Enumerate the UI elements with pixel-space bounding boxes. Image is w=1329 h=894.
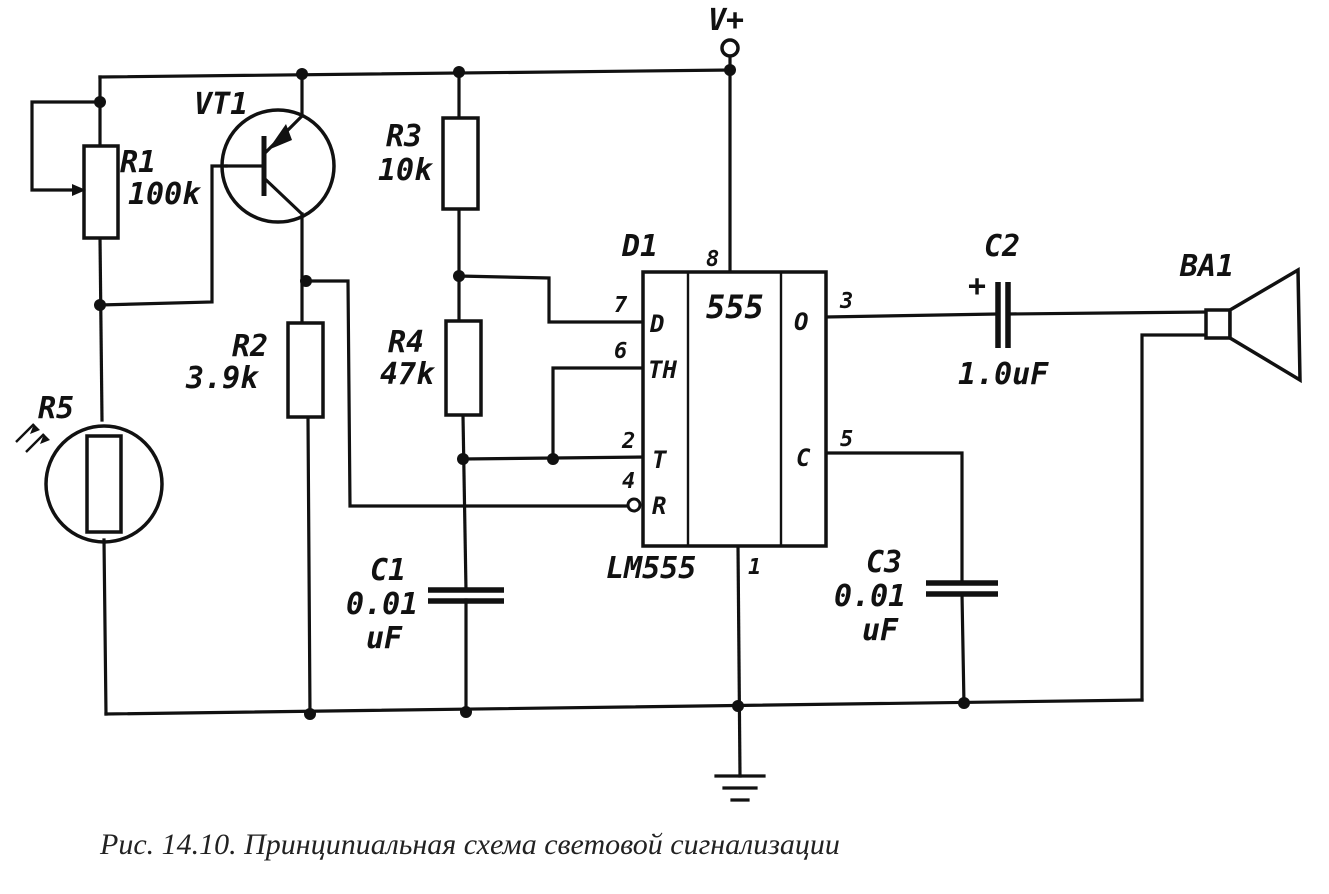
- pin-6-number: 6: [614, 339, 627, 364]
- vt1-ref: VT1: [194, 87, 248, 122]
- speaker-ba1: BA1: [1179, 249, 1302, 384]
- r4-value: 47k: [380, 357, 436, 392]
- r1-value: 100k: [128, 177, 202, 212]
- c2-polarity: +: [968, 269, 986, 304]
- r5-ref: R5: [38, 391, 74, 426]
- resistor-r2: R2 3.9k: [185, 321, 325, 419]
- pin-2-name: T: [652, 446, 668, 474]
- transistor-vt1: VT1: [194, 87, 336, 224]
- resistor-r4: R4 47k: [380, 319, 483, 417]
- c2-ref: C2: [984, 229, 1020, 264]
- pin-7-name: D: [649, 310, 664, 338]
- pin-5-name: C: [796, 444, 811, 472]
- photoresistor-r5: R5: [15, 391, 164, 544]
- r1-ref: R1: [120, 145, 156, 180]
- capacitor-c2: + C2 1.0uF: [958, 229, 1049, 392]
- supply-terminal: V+: [708, 3, 744, 72]
- capacitor-c1: C1 0.01 uF: [346, 553, 504, 656]
- ic-d1: 555 D1 LM555 8 7 6 2 4 1 3 5 D TH T R O …: [606, 229, 853, 586]
- r3-ref: R3: [386, 119, 422, 154]
- pin-4-name: R: [652, 492, 666, 520]
- resistor-r3: R3 10k: [378, 116, 480, 211]
- resistor-r1: R1 100k: [30, 100, 202, 240]
- r2-value: 3.9k: [185, 361, 260, 396]
- pin-8-number: 8: [706, 247, 719, 272]
- ic-chip-label: 555: [706, 288, 764, 326]
- pin-4-number: 4: [622, 469, 635, 494]
- c1-value-line2: uF: [366, 621, 403, 656]
- pin-6-name: TH: [648, 356, 677, 384]
- r3-value: 10k: [378, 153, 434, 188]
- junction-dots: [94, 64, 970, 720]
- pin-3-name: O: [794, 308, 808, 336]
- ic-part: LM555: [606, 551, 696, 586]
- ground-symbol: [714, 774, 766, 802]
- pin-2-number: 2: [621, 429, 635, 454]
- r2-ref: R2: [232, 329, 268, 364]
- figure-caption: Рис. 14.10. Принципиальная схема светово…: [100, 828, 840, 861]
- ic-ref: D1: [621, 229, 658, 264]
- c1-value-line1: 0.01: [346, 587, 418, 622]
- pin-5-number: 5: [840, 427, 853, 452]
- r4-ref: R4: [388, 325, 424, 360]
- c3-ref: C3: [866, 545, 902, 580]
- c3-value-line2: uF: [862, 613, 899, 648]
- c2-value: 1.0uF: [958, 357, 1049, 392]
- supply-label: V+: [708, 3, 744, 38]
- pin-3-number: 3: [839, 289, 853, 314]
- c1-ref: C1: [370, 553, 406, 588]
- ba1-ref: BA1: [1179, 249, 1234, 284]
- capacitor-c3: C3 0.01 uF: [834, 545, 998, 648]
- pin-7-number: 7: [614, 293, 628, 318]
- c3-value-line1: 0.01: [834, 579, 906, 614]
- pin-1-number: 1: [748, 555, 761, 580]
